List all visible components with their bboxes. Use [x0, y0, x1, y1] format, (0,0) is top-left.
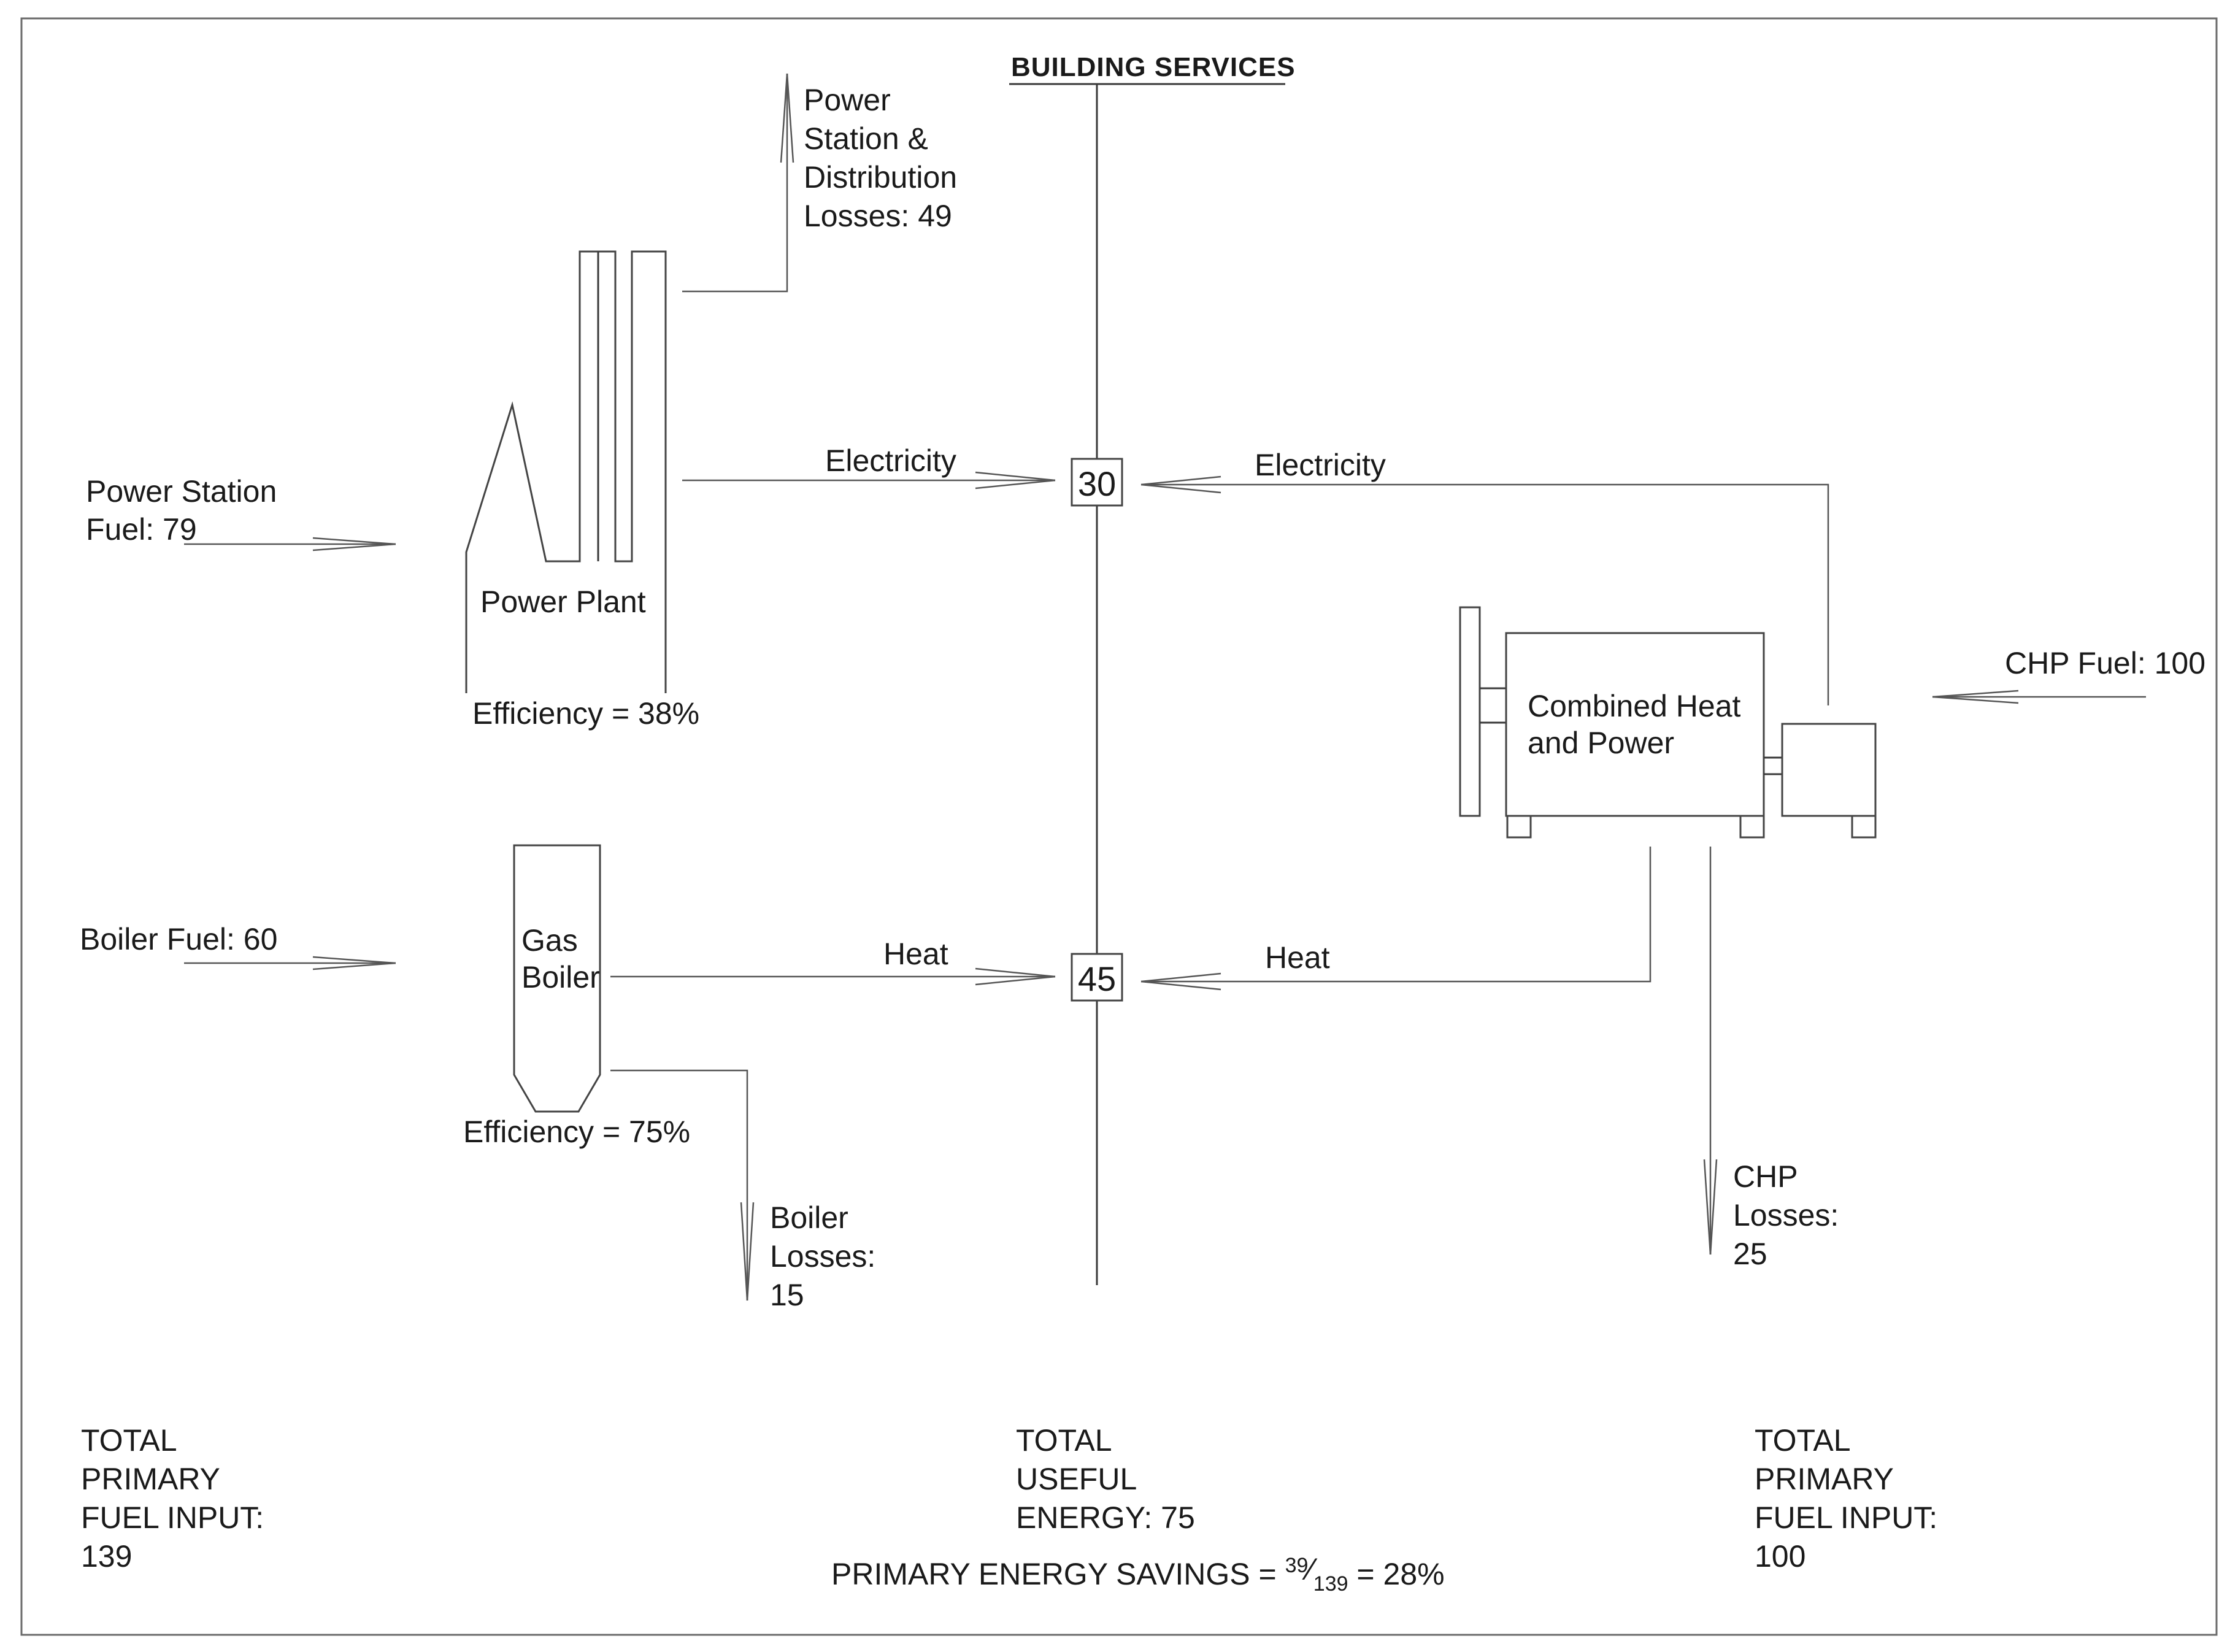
- power-station-losses-arrow: [682, 73, 794, 293]
- chp-fuel-label: CHP Fuel: 100: [2005, 646, 2205, 680]
- chp-heat-arrow: [1140, 847, 1652, 991]
- boiler-fuel-label: Boiler Fuel: 60: [80, 922, 277, 956]
- power-station-fuel-label: Power Station Fuel: 79: [86, 474, 285, 547]
- power-station-fuel-arrow: [184, 537, 396, 551]
- boiler-fuel-arrow: [184, 956, 396, 970]
- chp-fuel-arrow: [1932, 690, 2146, 704]
- electricity-value: 30: [1078, 464, 1116, 503]
- center-total-useful-energy: TOTAL USEFUL ENERGY: 75: [1016, 1423, 1195, 1535]
- savings-denominator: 139: [1313, 1572, 1348, 1596]
- heat-value: 45: [1078, 959, 1116, 998]
- power-station-losses-label: Power Station & Distribution Losses: 49: [804, 83, 966, 233]
- boiler-heat-label: Heat: [883, 937, 948, 971]
- electricity-value-box: [1071, 458, 1123, 507]
- left-total-primary-fuel: TOTAL PRIMARY FUEL INPUT: 139: [81, 1423, 272, 1573]
- power-plant-icon: [465, 250, 667, 693]
- chp-label: Combined Heat and Power: [1528, 689, 1749, 760]
- building-services-title: BUILDING SERVICES: [1011, 52, 1296, 82]
- chp-heat-label: Heat: [1265, 940, 1330, 975]
- boiler-heat-arrow: [610, 967, 1056, 986]
- diagram-frame: [20, 17, 2218, 1636]
- chp-losses-arrow: [1703, 847, 1718, 1255]
- gas-boiler-label: Gas Boiler: [521, 923, 600, 994]
- chp-losses-label: CHP Losses: 25: [1733, 1159, 1847, 1271]
- savings-numerator: 39: [1285, 1554, 1309, 1577]
- heat-value-box: [1071, 953, 1123, 1002]
- boiler-losses-label: Boiler Losses: 15: [770, 1201, 884, 1312]
- power-plant-electricity-label: Electricity: [825, 444, 956, 478]
- chp-electricity-label: Electricity: [1255, 448, 1386, 482]
- chp-unit-icon: [1459, 606, 1877, 839]
- boiler-losses-arrow: [610, 1069, 755, 1301]
- right-total-primary-fuel: TOTAL PRIMARY FUEL INPUT: 100: [1755, 1423, 1946, 1573]
- gas-boiler-efficiency: Efficiency = 75%: [463, 1115, 690, 1149]
- chp-electricity-arrow: [1140, 475, 1829, 705]
- power-plant-electricity-arrow: [682, 471, 1056, 490]
- primary-energy-savings: PRIMARY ENERGY SAVINGS = 39⁄139 = 28%: [831, 1552, 1445, 1596]
- power-plant-label: Power Plant: [480, 585, 646, 619]
- power-plant-efficiency: Efficiency = 38%: [472, 696, 699, 731]
- gas-boiler-icon: [513, 844, 601, 1113]
